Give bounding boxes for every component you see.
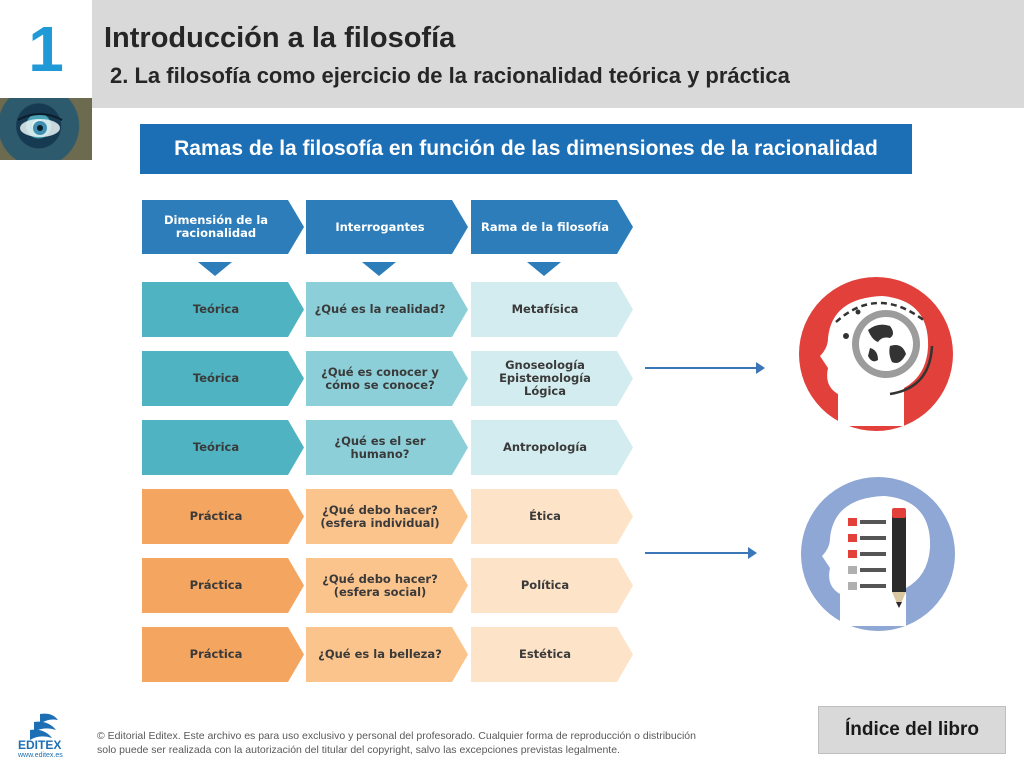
column-header-dimension: Dimensión de la racionalidad (142, 200, 304, 254)
column-down-arrow-icon (527, 262, 561, 276)
table-cell-dimension: Teórica (142, 282, 304, 337)
column-header-branch: Rama de la filosofía (471, 200, 633, 254)
arrow-to-practical-icon (645, 547, 757, 559)
table-cell-dimension: Práctica (142, 627, 304, 682)
header-bar (0, 0, 1024, 108)
page-subtitle: 2. La filosofía como ejercicio de la rac… (110, 63, 790, 88)
table-cell-branch: Gnoseología Epistemología Lógica (471, 351, 633, 406)
table-cell-dimension: Práctica (142, 558, 304, 613)
copyright-notice: © Editorial Editex. Este archivo es para… (97, 729, 737, 757)
arrow-to-theoretical-icon (645, 362, 765, 374)
table-cell-question: ¿Qué es la realidad? (306, 282, 468, 337)
table-cell-branch: Ética (471, 489, 633, 544)
table-cell-question: ¿Qué es la belleza? (306, 627, 468, 682)
unit-number: 1 (0, 0, 92, 98)
head-checklist-icon (801, 477, 955, 631)
page-title: Introducción a la filosofía (104, 22, 456, 54)
table-cell-branch: Política (471, 558, 633, 613)
head-globe-icon (799, 277, 953, 431)
copyright-line-2: solo puede ser realizada con la autoriza… (97, 744, 620, 756)
table-cell-dimension: Práctica (142, 489, 304, 544)
copyright-line-1: © Editorial Editex. Este archivo es para… (97, 730, 696, 742)
table-cell-question: ¿Qué es conocer y cómo se conoce? (306, 351, 468, 406)
book-index-button[interactable]: Índice del libro (818, 706, 1006, 754)
column-down-arrow-icon (362, 262, 396, 276)
table-cell-branch: Antropología (471, 420, 633, 475)
editex-logo-text: EDITEX (18, 738, 62, 752)
table-cell-question: ¿Qué debo hacer? (esfera social) (306, 558, 468, 613)
editex-url[interactable]: www.editex.es (18, 752, 63, 759)
editex-logo-icon (30, 713, 58, 740)
column-header-question: Interrogantes (306, 200, 468, 254)
table-cell-branch: Metafísica (471, 282, 633, 337)
table-cell-question: ¿Qué debo hacer? (esfera individual) (306, 489, 468, 544)
table-cell-dimension: Teórica (142, 420, 304, 475)
table-cell-dimension: Teórica (142, 351, 304, 406)
section-banner: Ramas de la filosofía en función de las … (140, 124, 912, 174)
eye-earth-image (0, 98, 92, 160)
table-cell-branch: Estética (471, 627, 633, 682)
column-down-arrow-icon (198, 262, 232, 276)
table-cell-question: ¿Qué es el ser humano? (306, 420, 468, 475)
